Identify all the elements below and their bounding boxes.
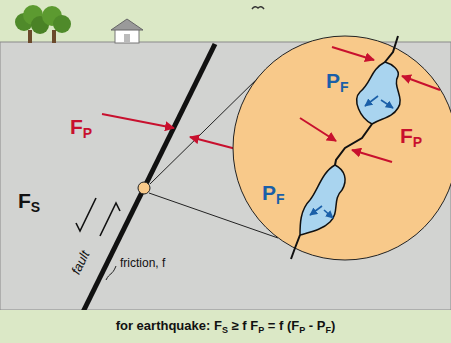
force-arrow [102, 114, 174, 128]
force-label: FS [18, 190, 40, 211]
friction-label: friction, f [120, 257, 165, 269]
house [111, 19, 143, 43]
zoom-view: PF FP PF [232, 35, 451, 261]
pore-pressure-label: PF [326, 70, 349, 91]
force-label: FP [70, 116, 92, 137]
shear-half-arrows [76, 198, 120, 236]
equation: for earthquake: FS ≥ f FP = f (FP - PF) [116, 319, 336, 332]
trees [15, 5, 71, 43]
fault-line [80, 44, 215, 318]
zoom-spot [138, 182, 150, 194]
leader-line [106, 266, 116, 280]
force-label: FP [400, 125, 422, 146]
bottom-band [0, 310, 451, 343]
force-arrow [190, 137, 240, 150]
pore-pressure-label: PF [262, 182, 285, 203]
bird [252, 7, 264, 9]
